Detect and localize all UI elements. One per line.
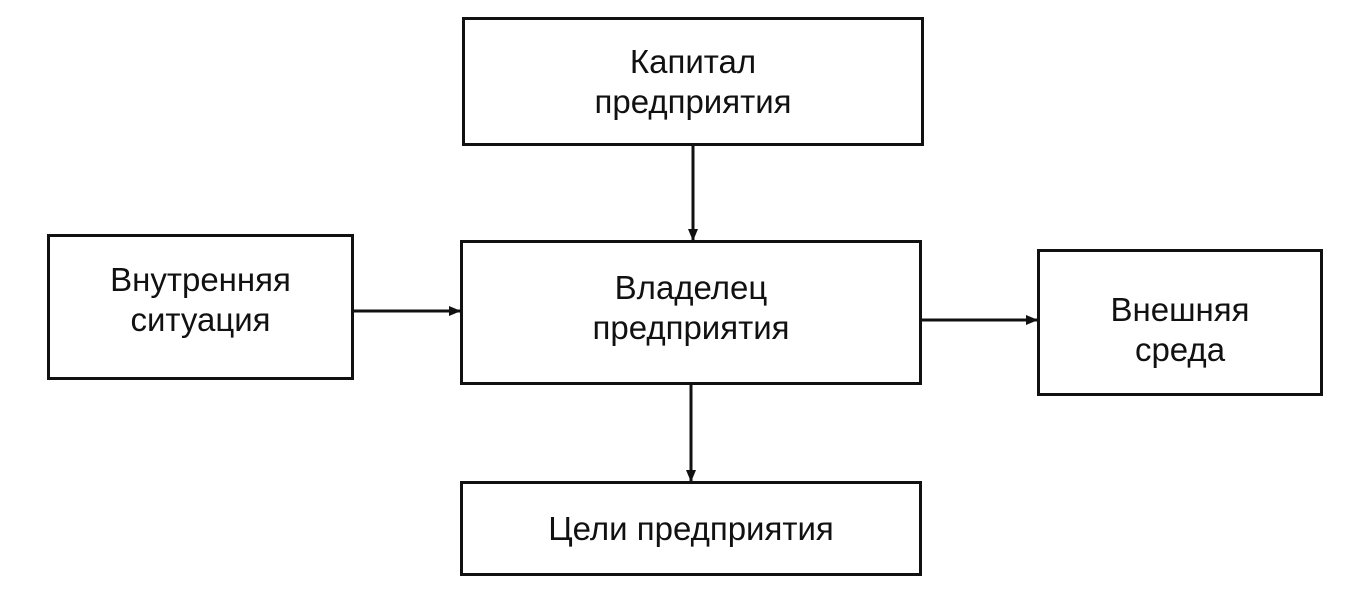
node-external: Внешняя среда [1037, 249, 1323, 396]
node-external-label: Внешняя среда [1110, 290, 1250, 368]
node-goals-label: Цели предприятия [548, 509, 834, 547]
node-owner-label: Владелец предприятия [592, 268, 790, 346]
node-capital-label: Капитал предприятия [594, 42, 792, 120]
node-owner: Владелец предприятия [460, 240, 922, 385]
node-internal: Внутренняя ситуация [47, 234, 354, 380]
node-internal-label: Внутренняя ситуация [110, 261, 291, 338]
node-goals: Цели предприятия [460, 481, 922, 576]
node-capital: Капитал предприятия [462, 17, 924, 146]
